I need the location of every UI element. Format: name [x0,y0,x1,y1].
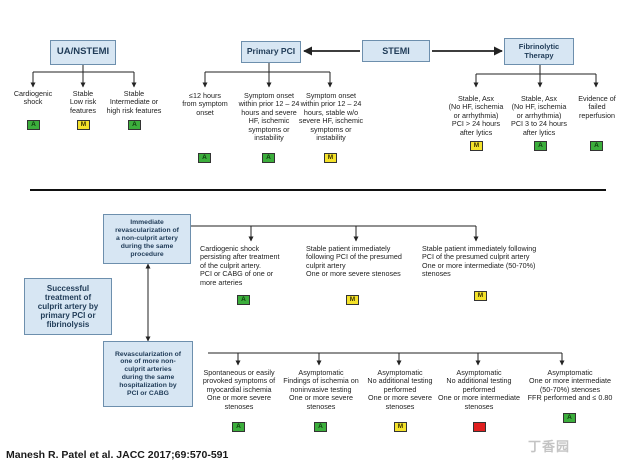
rating-badge-appropriate: A [232,422,245,432]
rating-badge-may-be-appropriate: M [394,422,407,432]
rating-badge-appropriate: A [563,413,576,423]
rating-badge-may-be-appropriate: M [474,291,487,301]
staged-item-label: Asymptomatic One or more intermediate (5… [527,368,613,403]
rating-badge-appropriate: A [237,295,250,305]
top-item-label: Symptom onset within prior 12 – 24 hours… [238,91,300,143]
fibrinolytic-header: Fibrinolytic Therapy [504,38,574,65]
rating-badge-may-be-appropriate: M [324,153,337,163]
top-item-label: Cardiogenic shock [13,89,53,107]
citation-text: Manesh R. Patel et al. JACC 2017;69:570-… [6,449,229,461]
top-item-label: Stable, Asx (No HF, ischemia or arrhythm… [511,94,567,137]
immediate-item-label: Cardiogenic shock persisting after treat… [200,244,280,287]
immediate-revascularization-box: Immediate revascularization of a non-cul… [103,214,191,264]
ua-nstemi-header: UA/NSTEMI [50,40,116,65]
immediate-item-label: Stable patient immediately following PCI… [306,244,402,279]
staged-item-label: Asymptomatic Findings of ischemia on non… [283,368,359,411]
staged-item-label: Asymptomatic No additional testing perfo… [367,368,433,411]
rating-badge-appropriate: A [534,141,547,151]
rating-badge-appropriate: A [198,153,211,163]
rating-badge-appropriate: A [590,141,603,151]
top-item-label: Evidence of failed reperfusion [578,94,616,120]
top-item-label: Stable Low risk features [69,89,97,115]
staged-item-label: Asymptomatic No additional testing perfo… [438,368,520,411]
rating-badge-may-be-appropriate: M [346,295,359,305]
top-item-label: ≤12 hours from symptom onset [182,91,228,117]
staged-revascularization-box: Revascularization of one of more non- cu… [103,341,193,407]
staged-item-label: Spontaneous or easily provoked symptoms … [202,368,276,411]
rating-badge-rarely-appropriate [473,422,486,432]
rating-badge-appropriate: A [128,120,141,130]
primary-pci-header: Primary PCI [241,41,301,63]
rating-badge-appropriate: A [314,422,327,432]
rating-badge-appropriate: A [262,153,275,163]
immediate-item-label: Stable patient immediately following PCI… [422,244,537,279]
watermark-logo: 丁香园 [528,439,571,454]
rating-badge-may-be-appropriate: M [77,120,90,130]
top-item-label: Stable, Asx (No HF, ischemia or arrhythm… [448,94,504,137]
successful-treatment-box: Successful treatment of culprit artery b… [24,278,112,335]
top-item-label: Symptom onset within prior 12 – 24 hours… [298,91,364,143]
top-item-label: Stable Intermediate or high risk feature… [106,89,162,115]
stemi-header: STEMI [362,40,430,62]
rating-badge-may-be-appropriate: M [470,141,483,151]
rating-badge-appropriate: A [27,120,40,130]
